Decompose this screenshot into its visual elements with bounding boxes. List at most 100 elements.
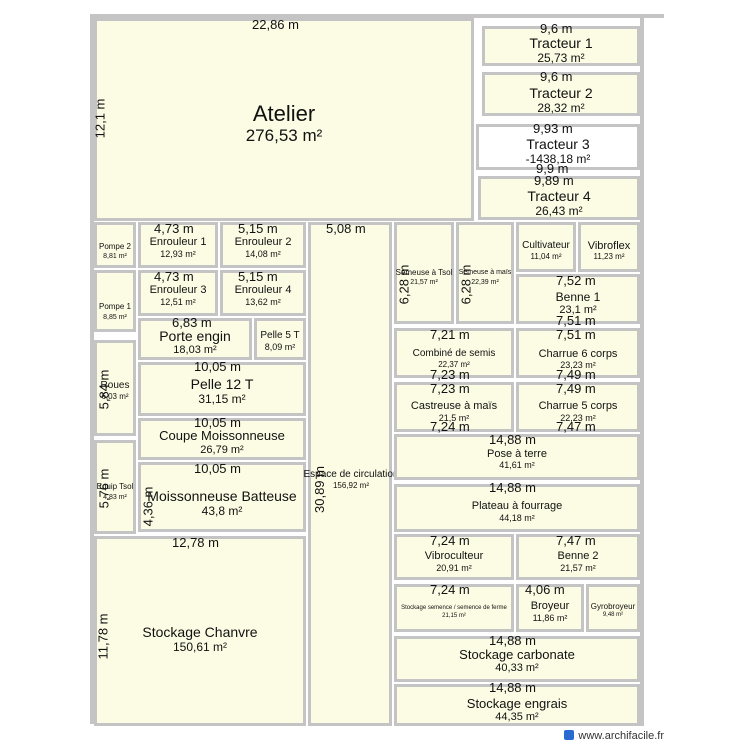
dimension-label: 4,06 m (525, 582, 565, 597)
room-name: Stockage carbonate (459, 647, 575, 662)
room-castreuse-mais[interactable]: Castreuse à maïs 21,5 m² (394, 382, 514, 432)
dimension-label: 7,49 m (556, 381, 596, 396)
room-area: -1438,18 m² (525, 152, 591, 166)
room-atelier[interactable]: Atelier 276,53 m² (94, 18, 474, 221)
dimension-label: 6,28 m (458, 264, 474, 305)
room-vibroflex[interactable]: Vibroflex 11,23 m² (578, 222, 640, 272)
room-porte-engin[interactable]: Porte engin 18,03 m² (138, 318, 252, 360)
room-tracteur-4[interactable]: Tracteur 4 26,43 m² (478, 176, 640, 220)
dimension-label: 7,52 m (556, 273, 596, 288)
room-area: 9,48 m² (602, 612, 624, 618)
room-gyrobroyeur[interactable]: Gyrobroyeur 9,48 m² (586, 584, 640, 632)
room-circulation[interactable]: Espace de circulation 156,92 m² (303, 222, 399, 726)
room-broyeur[interactable]: Broyeur 11,86 m² (516, 584, 584, 632)
room-combine-semis[interactable]: Combiné de semis 22,37 m² (394, 328, 514, 378)
room-semeuse-tsol[interactable]: Semeuse à Tsol 21,57 m² (394, 222, 454, 324)
room-area: 22,37 m² (438, 360, 470, 369)
dimension-label: 12,78 m (172, 535, 219, 550)
room-name: Enrouleur 4 (234, 284, 292, 296)
room-tracteur-1[interactable]: Tracteur 1 25,73 m² (482, 26, 640, 66)
room-charrue-6-corps[interactable]: Charrue 6 corps 23,23 m² (516, 328, 640, 378)
dimension-label: 5,84 m (96, 369, 112, 410)
room-equip-tsol[interactable]: Equip Tsol 4,83 m² (94, 440, 136, 534)
room-moissonneuse-batteuse[interactable]: Moissonneuse Batteuse 43,8 m² (138, 462, 306, 532)
dimension-label: 10,05 m (194, 415, 241, 430)
dimension-label: 14,88 m (489, 633, 536, 648)
room-area: 44,18 m² (499, 513, 535, 523)
room-pompe-1[interactable]: Pompe 1 8,85 m² (94, 270, 136, 332)
room-cultivateur[interactable]: Cultivateur 11,04 m² (516, 222, 576, 272)
room-pelle-5t[interactable]: Pelle 5 T 8,09 m² (254, 318, 306, 360)
room-area: 44,35 m² (495, 711, 539, 723)
room-roues[interactable]: Roues 6,03 m² (94, 340, 136, 436)
room-name: Pompe 2 (98, 242, 132, 251)
room-tracteur-3[interactable]: Tracteur 3 -1438,18 m² (476, 124, 640, 170)
room-name: Tracteur 4 (527, 188, 591, 204)
room-charrue-5-corps[interactable]: Charrue 5 corps 22,23 m² (516, 382, 640, 432)
room-enrouleur-4[interactable]: Enrouleur 4 13,62 m² (220, 270, 306, 316)
room-area: 21,57 m² (560, 563, 596, 573)
dimension-label: 5,15 m (238, 269, 278, 284)
room-area: 40,33 m² (495, 662, 539, 674)
room-vibroculteur[interactable]: Vibroculteur 20,91 m² (394, 534, 514, 580)
dimension-label: 14,88 m (489, 480, 536, 495)
dimension-label: 6,83 m (172, 315, 212, 330)
dimension-label: 22,86 m (252, 17, 299, 32)
room-plateau-fourrage[interactable]: Plateau à fourrage 44,18 m² (394, 484, 640, 532)
room-enrouleur-2[interactable]: Enrouleur 2 14,08 m² (220, 222, 306, 268)
room-name: Semeuse à maïs (458, 269, 512, 276)
room-enrouleur-1[interactable]: Enrouleur 1 12,93 m² (138, 222, 218, 268)
room-area: 8,85 m² (103, 314, 127, 321)
dimension-label: 7,49 m (556, 367, 596, 382)
room-benne-1[interactable]: Benne 1 23,1 m² (516, 274, 640, 324)
room-name: Tracteur 1 (529, 35, 593, 51)
dimension-label: 14,88 m (489, 680, 536, 695)
room-coupe-moissonneuse[interactable]: Coupe Moissonneuse 26,79 m² (138, 418, 306, 460)
room-enrouleur-3[interactable]: Enrouleur 3 12,51 m² (138, 270, 218, 316)
room-name: Benne 2 (557, 550, 599, 562)
room-area: 18,03 m² (173, 344, 217, 356)
room-pompe-2[interactable]: Pompe 2 8,81 m² (94, 222, 136, 268)
room-area: 276,53 m² (245, 126, 323, 145)
dimension-label: 12,1 m (92, 98, 108, 139)
archifacile-logo-icon (564, 730, 575, 740)
room-pelle-12t[interactable]: Pelle 12 T 31,15 m² (138, 362, 306, 416)
dimension-label: 4,73 m (154, 221, 194, 236)
room-benne-2[interactable]: Benne 2 21,57 m² (516, 534, 640, 580)
dimension-label: 7,51 m (556, 313, 596, 328)
room-name: Broyeur (530, 600, 570, 612)
outer-wall-left (90, 14, 94, 724)
dimension-label: 9,93 m (533, 121, 573, 136)
dimension-label: 7,23 m (430, 367, 470, 382)
room-name: Porte engin (159, 328, 231, 344)
dimension-label: 30,89 m (311, 466, 327, 513)
room-stockage-engrais[interactable]: Stockage engrais 44,35 m² (394, 684, 640, 726)
room-tracteur-2[interactable]: Tracteur 2 28,32 m² (482, 72, 640, 116)
dimension-label: 4,36 m (140, 486, 156, 527)
room-name: Roues (100, 380, 130, 391)
room-area: 13,62 m² (245, 297, 281, 307)
room-area: 21,57 m² (410, 279, 438, 286)
room-name: Stockage semence / semence de ferme (401, 605, 507, 611)
room-name: Tracteur 3 (526, 136, 590, 152)
room-stockage-carbonate[interactable]: Stockage carbonate 40,33 m² (394, 636, 640, 682)
room-semeuse-mais[interactable]: Semeuse à maïs 22,39 m² (456, 222, 514, 324)
room-name: Pompe 1 (98, 302, 132, 311)
room-name: Pelle 5 T (260, 330, 300, 341)
room-area: 12,93 m² (160, 249, 196, 259)
room-pose-a-terre[interactable]: Pose à terre 41,61 m² (394, 434, 640, 480)
room-area: 23,1 m² (559, 304, 597, 316)
dimension-label: 7,24 m (430, 582, 470, 597)
room-area: 31,15 m² (198, 392, 246, 406)
room-area: 12,51 m² (160, 297, 196, 307)
dimension-label: 4,73 m (154, 269, 194, 284)
room-area: 8,81 m² (103, 253, 127, 260)
dimension-label: 7,21 m (430, 327, 470, 342)
room-stockage-chanvre[interactable]: Stockage Chanvre 150,61 m² (94, 536, 306, 726)
room-area: 14,08 m² (245, 249, 281, 259)
room-stockage-semence[interactable]: Stockage semence / semence de ferme 21,1… (394, 584, 514, 632)
dimension-label: 14,88 m (489, 432, 536, 447)
room-area: 20,91 m² (436, 563, 472, 573)
watermark: www.archifacile.fr (564, 730, 664, 742)
